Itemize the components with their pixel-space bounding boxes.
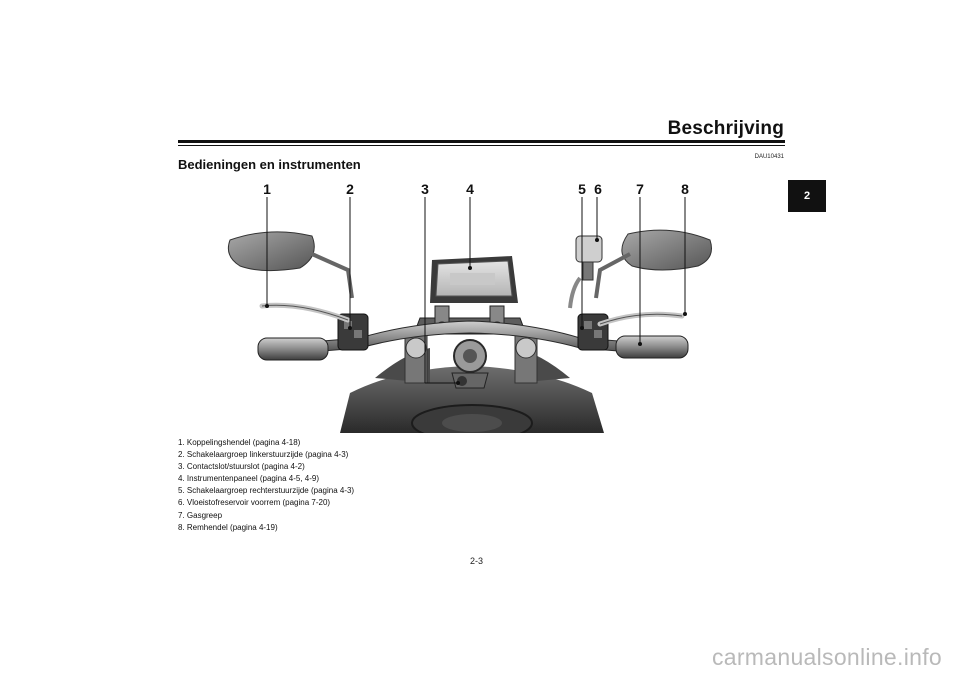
callout-3: 3 bbox=[421, 181, 429, 197]
legend-item: 6. Vloeistofreservoir voorrem (pagina 7-… bbox=[178, 498, 331, 508]
motorcycle-handlebar-illustration bbox=[227, 197, 712, 433]
watermark: carmanualsonline.info bbox=[711, 644, 942, 670]
motorcycle-figure: 1 2 3 4 5 6 7 8 bbox=[200, 178, 740, 433]
chapter-tab: 2 bbox=[788, 180, 826, 212]
legend-item: 3. Contactslot/stuurslot (pagina 4-2) bbox=[178, 462, 305, 472]
callout-7: 7 bbox=[636, 181, 644, 197]
callout-4: 4 bbox=[466, 181, 474, 197]
page-number: 2-3 bbox=[470, 556, 484, 566]
callout-8: 8 bbox=[681, 181, 689, 197]
doc-code: DAU10431 bbox=[754, 154, 784, 160]
header-title: Beschrijving bbox=[667, 118, 784, 139]
callout-2: 2 bbox=[346, 181, 354, 197]
section-title: Bedieningen en instrumenten bbox=[178, 157, 361, 172]
callout-1: 1 bbox=[263, 181, 271, 197]
header-rule-thick bbox=[178, 140, 785, 143]
callout-6: 6 bbox=[594, 181, 602, 197]
figure-legend: 1. Koppelingshendel (pagina 4-18) 2. Sch… bbox=[178, 437, 354, 534]
legend-item: 4. Instrumentenpaneel (pagina 4-5, 4-9) bbox=[178, 474, 319, 484]
legend-item: 5. Schakelaargroep rechterstuurzijde (pa… bbox=[178, 486, 355, 496]
legend-item: 7. Gasgreep bbox=[178, 510, 223, 520]
legend-item: 2. Schakelaargroep linkerstuurzijde (pag… bbox=[178, 450, 349, 460]
legend-item: 1. Koppelingshendel (pagina 4-18) bbox=[178, 438, 301, 447]
callout-5: 5 bbox=[578, 181, 586, 197]
header-rule-thin bbox=[178, 145, 785, 146]
legend-item: 8. Remhendel (pagina 4-19) bbox=[178, 522, 278, 532]
